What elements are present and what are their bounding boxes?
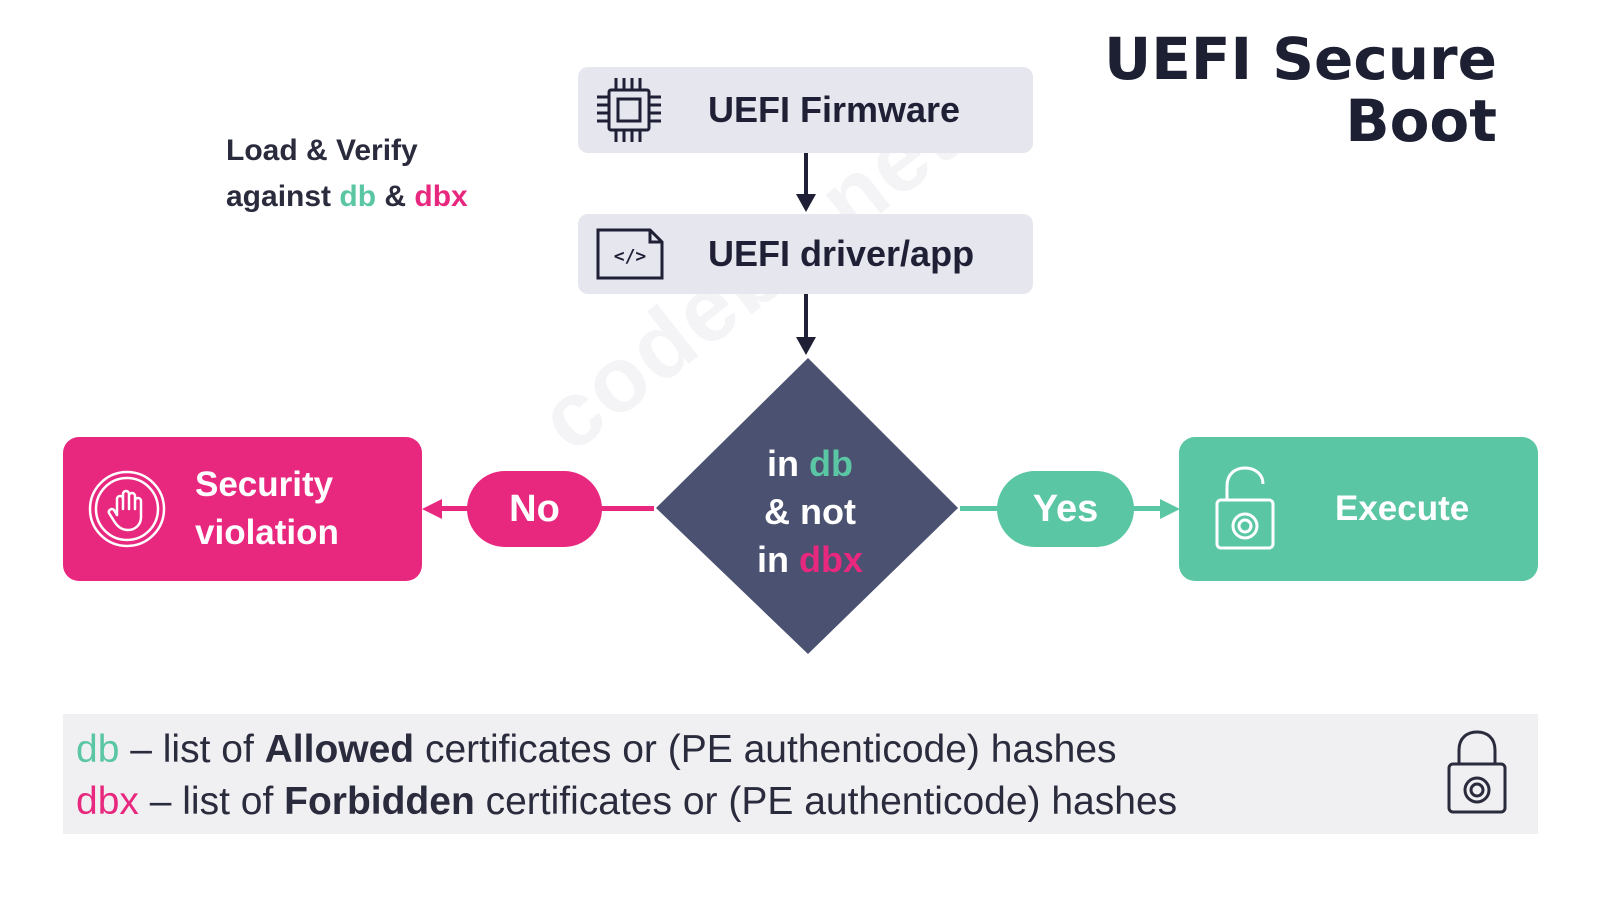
decision-db: db <box>809 443 853 484</box>
legend-dbx-rest: certificates or (PE authenticode) hashes <box>474 780 1178 823</box>
page-title: UEFI Secure Boot <box>1104 28 1497 152</box>
unlocked-padlock-icon <box>1215 466 1275 550</box>
svg-text:</>: </> <box>614 246 647 267</box>
title-line-1: UEFI Secure <box>1104 25 1497 93</box>
note-against: against <box>226 180 340 213</box>
decision-in-3: in <box>756 539 799 580</box>
legend-dbx-term: dbx <box>76 780 139 823</box>
legend-db-allowed: Allowed <box>264 728 415 771</box>
uefi-firmware-box: UEFI Firmware <box>578 67 1033 153</box>
arrow-driver-to-decision <box>804 294 808 338</box>
title-line-2: Boot <box>1345 87 1497 155</box>
note-db: db <box>339 180 377 213</box>
security-violation-label: Security violation <box>195 461 339 557</box>
note-line-2: against db & dbx <box>226 174 468 220</box>
uefi-driver-box: </> UEFI driver/app <box>578 214 1033 294</box>
legend-db-line: db – list of Allowed certificates or (PE… <box>76 724 1117 776</box>
note-amp: & <box>376 180 415 213</box>
decision-line-1: in db <box>700 440 920 488</box>
security-violation-box: Security violation <box>63 437 422 581</box>
legend-db-term: db <box>76 728 120 771</box>
uefi-firmware-label: UEFI Firmware <box>708 89 961 130</box>
yes-branch-arrow-head <box>1160 499 1180 519</box>
no-label: No <box>467 471 602 547</box>
decision-line-3: in dbx <box>700 536 920 584</box>
legend-dbx-sep: – list of <box>138 780 285 823</box>
locked-padlock-icon <box>1447 730 1507 814</box>
decision-text: in db & not in dbx <box>700 440 920 584</box>
note-line-1: Load & Verify <box>226 134 418 167</box>
violation-line-2: violation <box>195 513 339 552</box>
uefi-driver-label: UEFI driver/app <box>708 233 975 274</box>
chip-icon <box>597 78 661 142</box>
execute-label: Execute <box>1335 489 1470 528</box>
legend-dbx-line: dbx – list of Forbidden certificates or … <box>76 776 1177 828</box>
decision-diamond <box>656 358 958 654</box>
note-dbx: dbx <box>414 180 468 213</box>
stop-hand-icon <box>88 470 166 548</box>
decision-in-1: in <box>767 443 809 484</box>
execute-box: Execute <box>1179 437 1538 581</box>
legend-db-rest: certificates or (PE authenticode) hashes <box>414 728 1117 771</box>
no-branch-arrow-head <box>422 499 442 519</box>
yes-label: Yes <box>997 471 1134 547</box>
load-verify-note: Load & Verify against db & dbx <box>226 128 468 220</box>
decision-dbx: dbx <box>798 539 863 580</box>
code-file-icon: </> <box>596 228 664 280</box>
legend-panel: db – list of Allowed certificates or (PE… <box>63 714 1538 834</box>
arrow-head-firmware-to-driver <box>796 194 816 212</box>
violation-line-1: Security <box>195 465 334 504</box>
arrow-firmware-to-driver <box>804 153 808 195</box>
decision-line-2: & not <box>764 491 856 532</box>
legend-dbx-forbidden: Forbidden <box>284 780 475 823</box>
arrow-head-driver-to-decision <box>796 337 816 355</box>
legend-db-sep: – list of <box>119 728 265 771</box>
